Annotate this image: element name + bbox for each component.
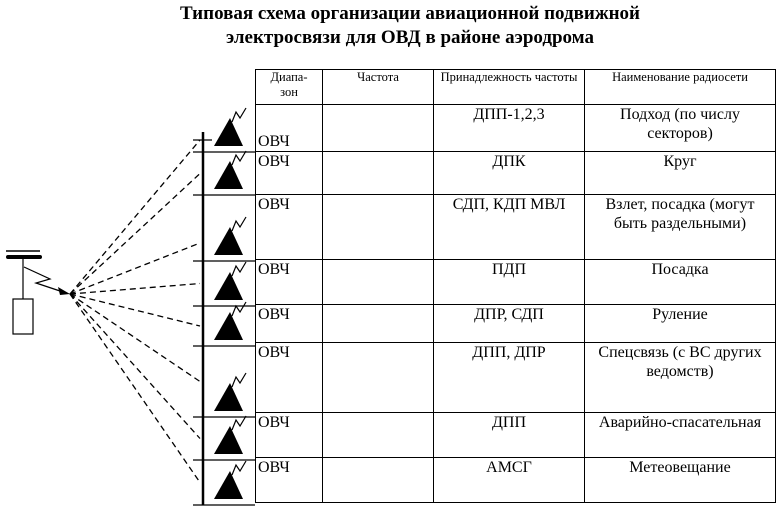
radio-wave-icon [231,150,247,166]
header-band: Диапа- зон [255,69,323,105]
cell-freq [322,457,434,503]
cell-owner: ДПП [433,412,585,458]
cell-band: ОВЧ [255,304,323,343]
cell-freq [322,412,434,458]
radio-wave-icon [231,372,247,388]
cell-owner: АМСГ [433,457,585,503]
cell-band: ОВЧ [255,342,323,413]
cell-network: Посадка [584,259,776,305]
radio-network-table: Диапа- зон Частота Принадлежность частот… [255,69,776,503]
cell-band: ОВЧ [255,412,323,458]
lightning-signal-icon [23,266,67,294]
radio-wave-icon [231,415,247,431]
header-network: Наименование радиосети [584,69,776,105]
cell-network: Аварийно-спасательная [584,412,776,458]
cell-network: Руление [584,304,776,343]
diagram-title: Типовая схема организации авиационной по… [0,2,780,50]
link-dashed-line [69,293,201,483]
cell-owner: ДПП-1,2,3 [433,104,585,152]
cell-owner: ПДП [433,259,585,305]
cell-freq [322,104,434,152]
arrow-head-icon [58,287,70,295]
cell-band: ОВЧ [255,457,323,503]
link-dashed-line [69,242,201,295]
cell-network: Метеовещание [584,457,776,503]
cell-band: ОВЧ [255,259,323,305]
antenna-triangle-icon [214,161,243,189]
title-line-2: электросвязи для ОВД в районе аэродрома [226,27,594,48]
table-header: Диапа- зон Частота Принадлежность частот… [255,69,776,105]
link-dashed-line [69,293,201,439]
cell-band: ОВЧ [255,104,323,152]
antenna-triangle-icon [214,471,243,499]
antenna-triangle-icon [214,426,243,454]
cell-freq [322,151,434,195]
header-frequency: Частота [322,69,434,105]
link-dashed-line [69,139,201,295]
antenna-triangle-icon [214,118,243,146]
cell-freq [322,304,434,343]
cell-freq [322,194,434,260]
antenna-triangle-icon [214,383,243,411]
cell-owner: ДПР, СДП [433,304,585,343]
link-dashed-line [69,173,201,295]
link-dashed-line [69,293,201,327]
radio-wave-icon [231,107,247,123]
cell-band: ОВЧ [255,194,323,260]
cell-network: Круг [584,151,776,195]
cell-freq [322,259,434,305]
radio-wave-icon [231,301,247,317]
title-line-1: Типовая схема организации авиационной по… [179,3,641,24]
radio-wave-icon [231,261,247,277]
cell-owner: ДПК [433,151,585,195]
aircraft-radio-box-icon [12,298,34,335]
link-dashed-line [69,282,201,295]
radio-wave-icon [231,216,247,232]
link-dashed-line [69,293,201,383]
aircraft-antenna-bar [6,255,42,259]
cell-network: Подход (по числу секторов) [584,104,776,152]
cell-owner: СДП, КДП МВЛ [433,194,585,260]
header-owner: Принадлежность частоты [433,69,585,105]
cell-band: ОВЧ [255,151,323,195]
antenna-triangle-icon [214,272,243,300]
cell-owner: ДПП, ДПР [433,342,585,413]
cell-network: Спецсвязь (с ВС других ведомств) [584,342,776,413]
antenna-triangle-icon [214,312,243,340]
radio-wave-icon [231,460,247,476]
cell-network: Взлет, посадка (могут быть раздельными) [584,194,776,260]
antenna-triangle-icon [214,227,243,255]
cell-freq [322,342,434,413]
